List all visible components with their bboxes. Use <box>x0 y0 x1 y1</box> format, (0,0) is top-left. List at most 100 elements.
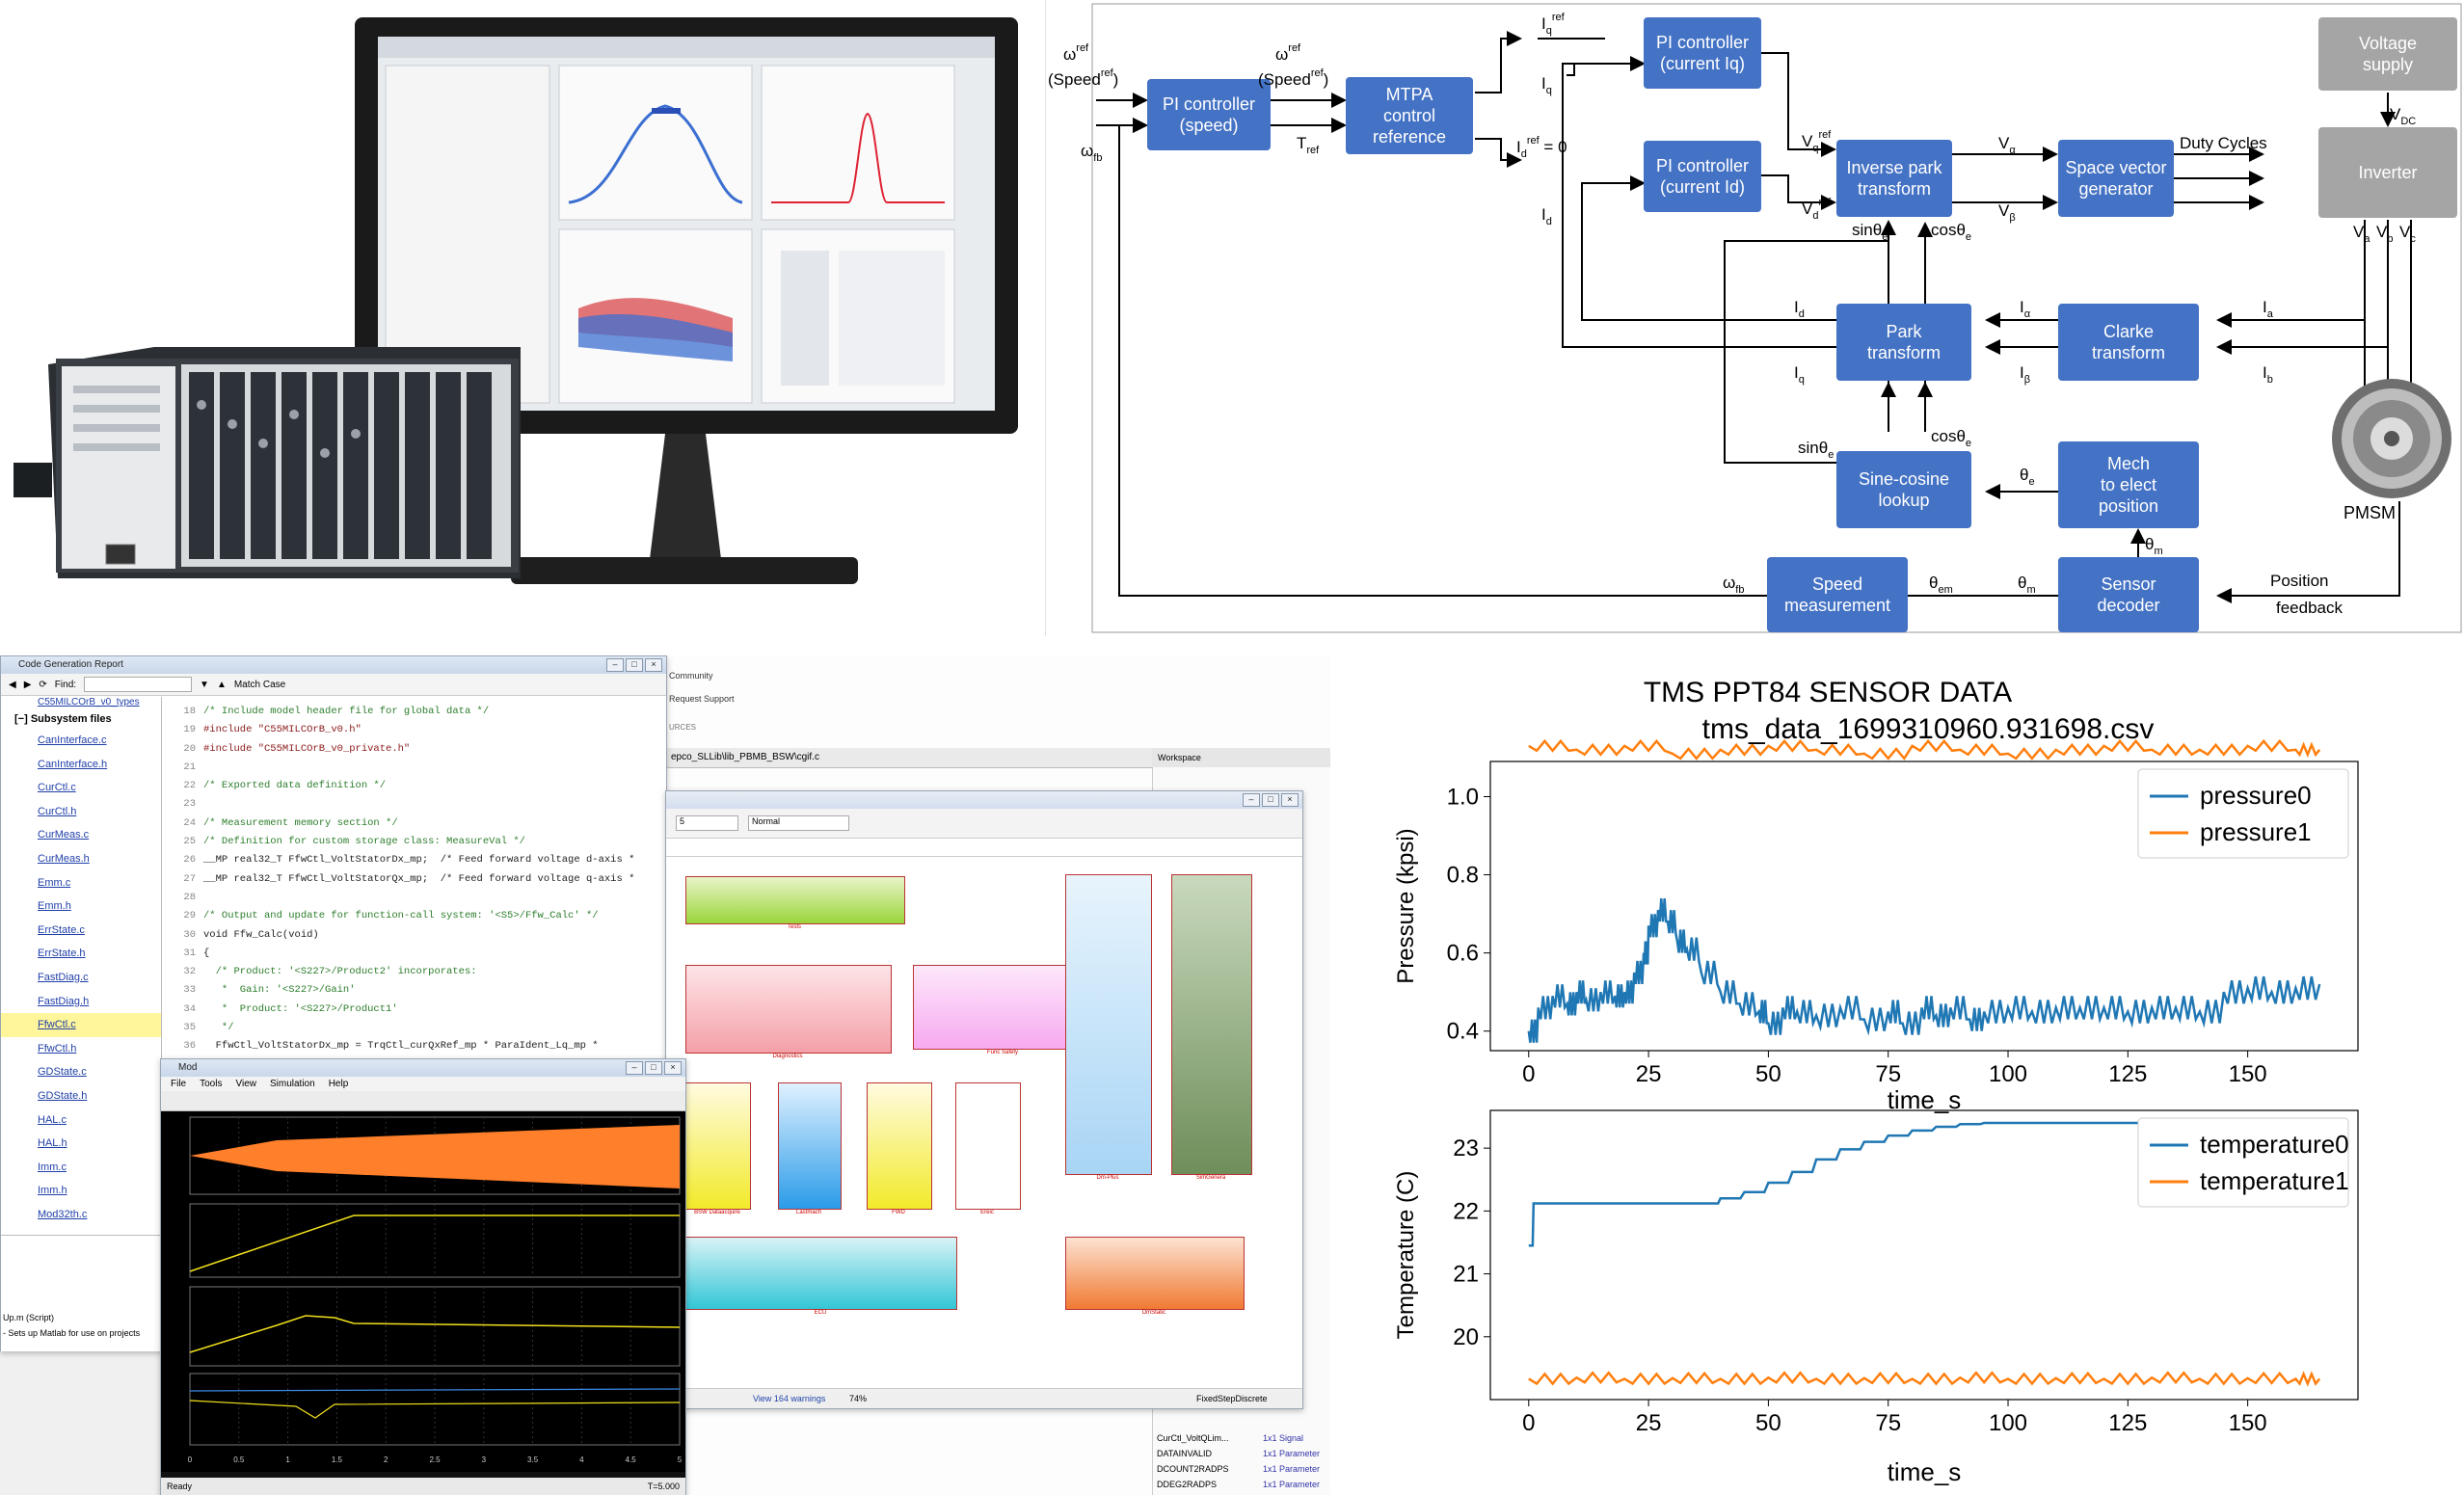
minimize-icon[interactable]: – <box>626 1061 643 1075</box>
model-subsystem-block[interactable] <box>1065 1237 1245 1310</box>
types-file-link[interactable]: C55MILCOrB_v0_types <box>38 697 140 707</box>
find-prev-icon[interactable]: ▲ <box>216 679 227 690</box>
file-link[interactable]: FfwCtl.h <box>38 1042 77 1055</box>
editor-path-bar: epco_SLLib\lib_PBMB_BSW\cgif.c <box>665 748 1153 768</box>
model-subsystem-block[interactable] <box>1065 874 1152 1175</box>
model-subsystem-block[interactable] <box>685 965 892 1054</box>
scope-menu-item[interactable]: Simulation <box>269 1079 315 1089</box>
scope-xtick: 1 <box>285 1455 290 1464</box>
model-subsystem-block[interactable] <box>1171 874 1252 1175</box>
community-link[interactable]: Community <box>669 671 713 681</box>
model-subsystem-block[interactable] <box>685 876 905 924</box>
code-report-title: Code Generation Report <box>18 659 123 670</box>
scope-menu-item[interactable]: Help <box>328 1079 349 1089</box>
model-subsystem-block[interactable] <box>913 965 1094 1050</box>
code-line: 23 <box>183 798 196 811</box>
file-link[interactable]: FastDiag.h <box>38 995 90 1007</box>
file-link[interactable]: CurCtl.c <box>38 782 76 794</box>
match-case-label[interactable]: Match Case <box>233 679 286 690</box>
stop-time-field[interactable]: 5 <box>676 815 738 831</box>
close-icon[interactable]: × <box>1281 793 1299 807</box>
label-vd_ref: Vdref <box>1802 197 1832 222</box>
subsystem-files-heading: [−] Subsystem files <box>14 713 112 725</box>
pi-speed-block: PI controller(speed) <box>1147 79 1271 150</box>
file-link[interactable]: ErrState.c <box>38 923 85 936</box>
file-link[interactable]: FfwCtl.c <box>1 1013 161 1037</box>
xlabel: time_s <box>1888 1457 1962 1486</box>
file-link[interactable]: CanInterface.c <box>38 734 107 746</box>
label-sin_bot: sinθe <box>1798 439 1834 461</box>
model-subsystem-block[interactable] <box>778 1082 842 1210</box>
file-link[interactable]: CurMeas.c <box>38 829 90 841</box>
warnings-link[interactable]: View 164 warnings <box>753 1394 826 1403</box>
minimize-icon[interactable]: – <box>1243 793 1260 807</box>
ytick-label: 0.4 <box>1447 1019 1479 1045</box>
file-link[interactable]: HAL.c <box>38 1113 67 1126</box>
model-subsystem-block[interactable] <box>685 1082 751 1210</box>
close-icon[interactable]: × <box>664 1061 682 1075</box>
scope-orange-trace <box>190 1125 680 1188</box>
scope-ready: Ready <box>167 1482 193 1491</box>
model-subsystem-block[interactable] <box>867 1082 932 1210</box>
xtick-label: 50 <box>1755 1410 1781 1436</box>
file-link[interactable]: Imm.h <box>38 1185 67 1197</box>
code-line: 34 * Product: '<S227>/Product1' <box>183 1002 398 1015</box>
file-link[interactable]: CanInterface.h <box>38 758 108 770</box>
maximize-icon[interactable]: □ <box>626 658 643 672</box>
code-line: 33 * Gain: '<S227>/Gain' <box>183 984 356 997</box>
collapse-icon[interactable]: [−] <box>14 713 28 725</box>
ytick-label: 0.6 <box>1447 941 1479 967</box>
scope-menu-item[interactable]: View <box>235 1079 256 1089</box>
model-status-bar: View 164 warnings 74% FixedStepDiscrete <box>666 1388 1302 1408</box>
scope-menu-item[interactable]: Tools <box>200 1079 223 1089</box>
maximize-icon[interactable]: □ <box>1262 793 1279 807</box>
model-address-bar[interactable] <box>666 839 1302 857</box>
file-link[interactable]: FastDiag.c <box>38 971 89 983</box>
label-theta_e: θe <box>2020 466 2035 488</box>
label-i_alpha: Iα <box>2020 298 2031 320</box>
model-block-label: Diagnostics <box>772 1054 803 1059</box>
file-link[interactable]: GDState.c <box>38 1066 87 1079</box>
sim-mode-select[interactable]: Normal <box>748 815 849 831</box>
code-line: 28 <box>183 891 196 903</box>
file-link[interactable]: Emm.h <box>38 900 71 913</box>
file-link[interactable]: GDState.h <box>38 1089 88 1102</box>
workspace-item[interactable]: CurCtl_VoltQLim...1x1 Signal <box>1157 1433 1304 1443</box>
find-input[interactable] <box>84 677 193 692</box>
file-link[interactable]: ErrState.h <box>38 948 86 960</box>
scope-menu-item[interactable]: File <box>171 1079 187 1089</box>
maximize-icon[interactable]: □ <box>645 1061 662 1075</box>
close-icon[interactable]: × <box>645 658 662 672</box>
minimize-icon[interactable]: – <box>606 658 624 672</box>
request-support-link[interactable]: Request Support <box>669 694 735 704</box>
forward-icon[interactable]: ▶ <box>23 679 32 690</box>
label-va: Va <box>2353 223 2370 245</box>
file-link[interactable]: CurCtl.h <box>38 805 77 817</box>
file-link[interactable]: Imm.c <box>38 1161 67 1173</box>
legend-label: temperature0 <box>2200 1130 2349 1159</box>
refresh-icon[interactable]: ⟳ <box>39 679 47 690</box>
model-subsystem-block[interactable] <box>955 1082 1021 1210</box>
file-link[interactable]: Emm.c <box>38 876 71 889</box>
back-icon[interactable]: ◀ <box>9 679 16 690</box>
find-next-icon[interactable]: ▼ <box>200 679 209 690</box>
file-link[interactable]: Mod32th.c <box>38 1208 88 1220</box>
label-vc: Vc <box>2399 223 2416 245</box>
file-link[interactable]: HAL.h <box>38 1137 67 1150</box>
label-vb: Vb <box>2376 223 2393 245</box>
label-cos_top: cosθe <box>1931 221 1971 243</box>
file-link[interactable]: CurMeas.h <box>38 852 90 865</box>
xtick-label: 75 <box>1875 1061 1901 1087</box>
model-subsystem-block[interactable] <box>685 1237 957 1310</box>
